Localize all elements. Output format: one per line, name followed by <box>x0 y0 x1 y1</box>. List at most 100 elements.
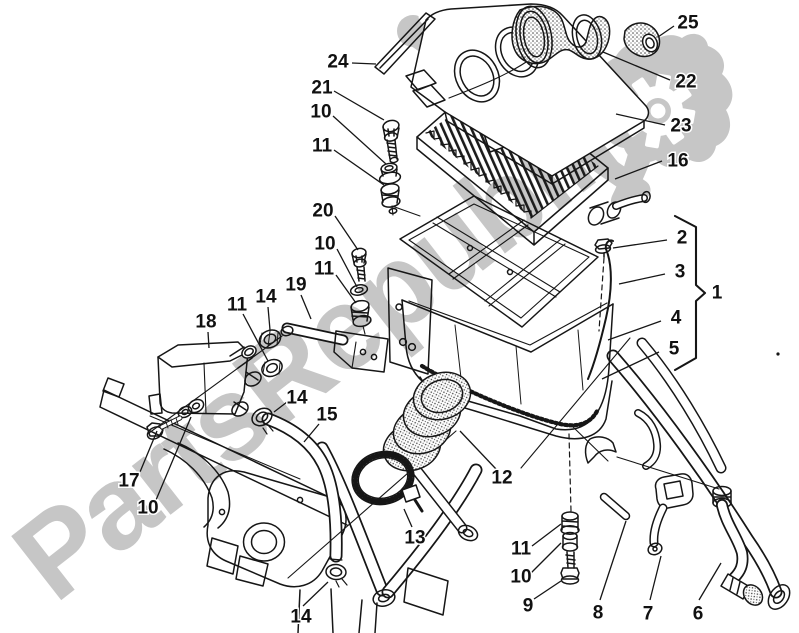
drain-hose-6 <box>712 485 764 606</box>
callout-label-19: 19 <box>285 275 306 296</box>
heat-shield-24 <box>374 12 436 75</box>
pleat-sawtooth <box>425 130 532 219</box>
callout-leader <box>273 401 288 413</box>
callout-label-8: 8 <box>593 603 604 624</box>
callout-label-1: 1 <box>712 283 723 304</box>
hose-clamp-13 <box>351 450 424 513</box>
rubber-strap-7 <box>647 473 694 556</box>
callout-label-9: 9 <box>523 596 534 617</box>
callout-leader <box>649 555 662 601</box>
callout-label-22: 22 <box>675 72 696 93</box>
callout-leader <box>242 313 269 362</box>
screw-20-stack <box>349 247 372 335</box>
callout-label-10: 10 <box>314 234 335 255</box>
engine-boss <box>242 522 286 562</box>
callout-leader <box>139 430 158 473</box>
callout-leader <box>335 274 357 304</box>
callout-leader <box>601 351 660 380</box>
callout-label-11: 11 <box>511 539 532 560</box>
callout-leader <box>612 239 668 249</box>
callout-leader <box>334 215 359 251</box>
callout-label-11: 11 <box>312 136 333 157</box>
callout-leader <box>459 430 497 470</box>
callout-leader <box>533 580 562 600</box>
callout-label-21: 21 <box>311 78 333 99</box>
callout-leader <box>614 160 663 180</box>
callout-label-10: 10 <box>310 102 331 123</box>
frame-clip <box>584 436 617 464</box>
callout-leader <box>618 273 666 285</box>
clamp-14-hose-bottom <box>325 558 348 588</box>
callout-label-11: 11 <box>227 295 248 316</box>
callout-label-14: 14 <box>286 388 308 409</box>
callout-label-24: 24 <box>327 52 349 73</box>
airbox-carrier-frame <box>399 195 599 328</box>
callout-label-2: 2 <box>677 228 688 249</box>
callout-label-6: 6 <box>693 604 704 625</box>
callout-label-20: 20 <box>312 201 333 222</box>
callout-label-4: 4 <box>671 308 682 329</box>
screw-21-stack <box>378 119 421 217</box>
bushing-11-upper <box>261 358 283 378</box>
callout-label-3: 3 <box>675 262 686 283</box>
callout-leader <box>531 523 562 547</box>
callout-leader <box>698 562 722 601</box>
callout-leader <box>303 423 320 443</box>
callout-leader <box>332 115 387 165</box>
callout-leader <box>333 149 385 186</box>
callout-layer: 2421101120101119141118252223162345171015… <box>117 11 724 629</box>
callout-label-14: 14 <box>290 607 312 628</box>
callout-label-10: 10 <box>510 567 531 588</box>
bolt-17 <box>146 415 183 440</box>
callout-leader <box>333 90 385 121</box>
clamp-14-upper <box>258 329 282 349</box>
callout-leader <box>302 581 329 607</box>
speck-dot <box>776 352 780 356</box>
breather-hose-15 <box>251 407 348 588</box>
callout-leader <box>530 542 562 574</box>
drain-spigot <box>587 190 651 226</box>
callout-leader <box>267 306 271 331</box>
group-brace <box>673 214 707 372</box>
callout-leader <box>607 320 662 341</box>
callout-leader <box>207 331 210 349</box>
callout-label-5: 5 <box>669 339 680 360</box>
callout-label-12: 12 <box>491 468 512 489</box>
callout-label-18: 18 <box>195 312 216 333</box>
intake-trumpets <box>511 5 661 69</box>
bracket-19 <box>280 322 389 373</box>
callout-leader <box>403 508 413 528</box>
callout-label-13: 13 <box>404 528 425 549</box>
frame-and-engine <box>99 267 483 633</box>
callout-label-15: 15 <box>316 405 338 426</box>
callout-leader <box>602 51 671 81</box>
callout-label-14: 14 <box>255 287 277 308</box>
callout-leader <box>599 520 627 601</box>
mount-stack-9-10-11 <box>560 511 580 585</box>
intake-duct-12 <box>382 371 472 472</box>
screw-axis-dashed <box>598 257 605 332</box>
callout-leader <box>300 294 312 320</box>
frame-plate <box>387 267 433 375</box>
intake-sleeve-25 <box>623 22 661 58</box>
callout-label-11: 11 <box>314 259 335 280</box>
lid-port <box>453 49 501 103</box>
callout-label-25: 25 <box>677 13 699 34</box>
callout-leader <box>615 113 666 126</box>
screw-2 <box>594 238 613 258</box>
callout-label-16: 16 <box>667 151 688 172</box>
callout-leader <box>351 62 377 65</box>
callout-leader <box>336 248 358 288</box>
callout-label-7: 7 <box>643 604 654 625</box>
callout-label-10: 10 <box>137 498 158 519</box>
routing-lines <box>287 337 720 579</box>
callout-leader <box>155 416 192 501</box>
reservoir-and-mounts <box>146 329 283 440</box>
callout-leader <box>657 25 675 38</box>
callout-label-17: 17 <box>118 471 139 492</box>
clamp-14-hose-top <box>251 407 274 435</box>
gear-icon <box>620 73 696 149</box>
callout-label-23: 23 <box>670 116 691 137</box>
